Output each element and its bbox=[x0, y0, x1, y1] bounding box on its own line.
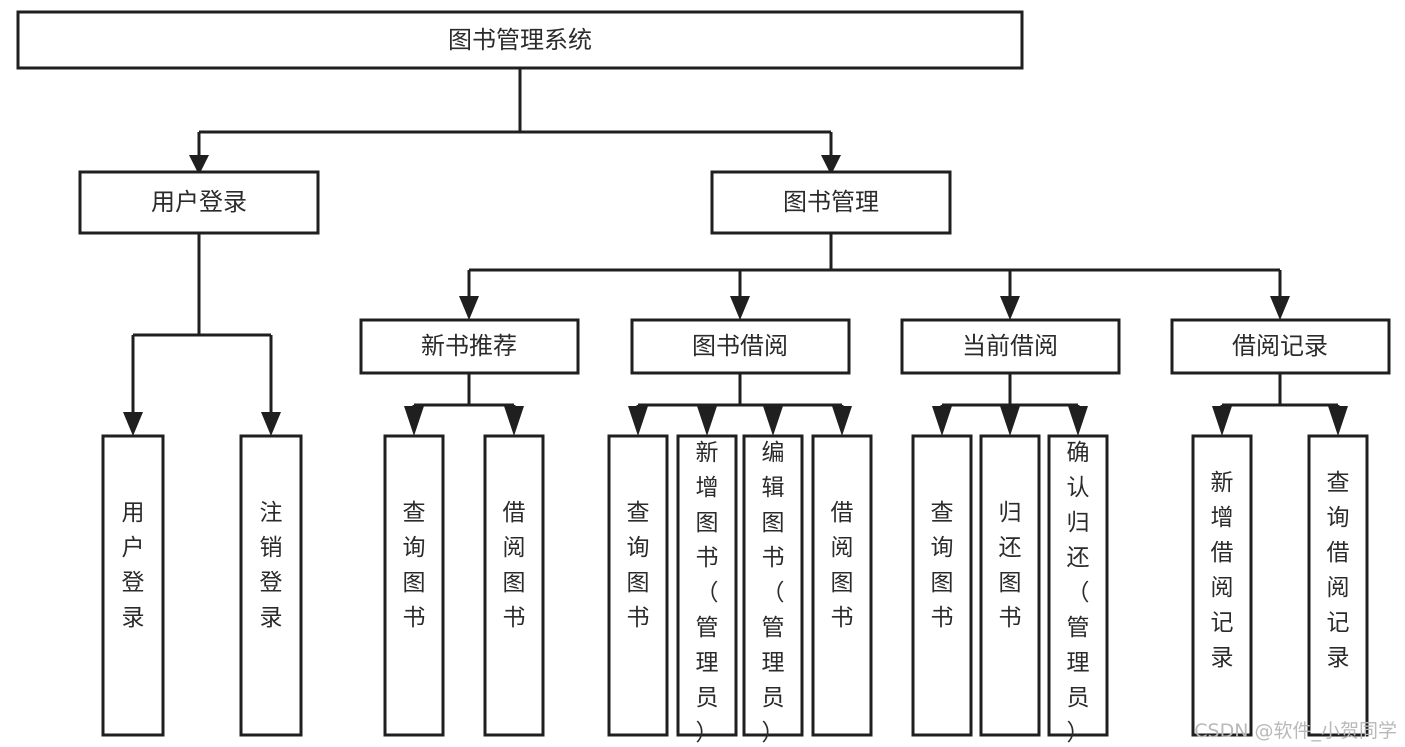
leaf-box[interactable] bbox=[911, 434, 973, 737]
leaf-label: 用户登录 bbox=[122, 500, 145, 631]
arrow-head-icon bbox=[1270, 296, 1290, 320]
leaf-node[interactable]: 查询借阅记录 bbox=[1307, 434, 1369, 737]
node-user-login-label: 用户登录 bbox=[151, 188, 247, 216]
leaf-label: 归还图书 bbox=[999, 500, 1022, 631]
connector-layer bbox=[123, 68, 1348, 436]
leaf-node[interactable]: 查询图书 bbox=[607, 434, 669, 737]
leaf-box[interactable] bbox=[979, 434, 1041, 737]
arrow-head-icon bbox=[932, 406, 952, 436]
leaf-label: 编辑图书（管理员） bbox=[762, 440, 785, 746]
arrow-head-icon bbox=[628, 406, 648, 436]
arrow-head-icon bbox=[404, 406, 424, 436]
node-book-borrow[interactable]: 图书借阅 bbox=[630, 318, 851, 375]
leaf-node[interactable]: 归还图书 bbox=[979, 434, 1041, 737]
node-book-management[interactable]: 图书管理 bbox=[710, 170, 952, 235]
leaf-node[interactable]: 注销登录 bbox=[239, 434, 303, 737]
leaf-box[interactable] bbox=[101, 434, 165, 737]
leaf-label: 查询图书 bbox=[931, 500, 954, 631]
arrow-head-icon bbox=[832, 406, 852, 436]
arrow-head-icon bbox=[1068, 406, 1088, 436]
leaf-box[interactable] bbox=[383, 434, 445, 737]
leaf-box[interactable] bbox=[742, 434, 804, 737]
leaf-node[interactable]: 用户登录 bbox=[101, 434, 165, 737]
leaf-box[interactable] bbox=[1191, 434, 1253, 737]
arrow-head-icon bbox=[459, 296, 479, 320]
arrow-head-icon bbox=[763, 406, 783, 436]
arrow-head-icon bbox=[1212, 406, 1232, 436]
connector-records-to-leaves bbox=[1220, 373, 1340, 412]
leaf-box[interactable] bbox=[676, 434, 738, 737]
arrow-head-icon bbox=[730, 296, 750, 320]
node-current-borrow[interactable]: 当前借阅 bbox=[900, 318, 1121, 375]
connector-newbook-to-leaves bbox=[412, 373, 516, 412]
arrow-head-icon bbox=[261, 412, 281, 436]
node-borrow-records[interactable]: 借阅记录 bbox=[1170, 318, 1391, 375]
node-new-book-recommend-label: 新书推荐 bbox=[421, 332, 517, 360]
arrow-head-icon bbox=[821, 155, 841, 175]
arrow-head-icon bbox=[1328, 406, 1348, 436]
node-borrow-records-box[interactable] bbox=[1170, 318, 1391, 375]
connector-userlogin-to-leaves bbox=[131, 233, 273, 412]
arrow-head-icon bbox=[189, 155, 209, 175]
leaf-label: 查询图书 bbox=[403, 500, 426, 631]
node-root-box[interactable] bbox=[16, 10, 1024, 70]
arrow-head-icon bbox=[123, 412, 143, 436]
leaf-node[interactable]: 编辑图书（管理员） bbox=[742, 434, 804, 746]
leaf-label: 新增图书（管理员） bbox=[696, 440, 719, 746]
leaf-node[interactable]: 借阅图书 bbox=[811, 434, 873, 737]
leaf-node[interactable]: 查询图书 bbox=[911, 434, 973, 737]
leaf-node[interactable]: 新增图书（管理员） bbox=[676, 434, 738, 746]
leaf-label: 新增借阅记录 bbox=[1211, 470, 1234, 671]
leaf-label: 注销登录 bbox=[260, 500, 283, 631]
leaf-box[interactable] bbox=[1047, 434, 1109, 737]
leaf-box[interactable] bbox=[811, 434, 873, 737]
leaf-node[interactable]: 新增借阅记录 bbox=[1191, 434, 1253, 737]
arrow-head-icon bbox=[697, 406, 717, 436]
node-current-borrow-label: 当前借阅 bbox=[962, 332, 1058, 360]
leaf-box[interactable] bbox=[1307, 434, 1369, 737]
node-root[interactable]: 图书管理系统 bbox=[16, 10, 1024, 70]
leaf-label: 借阅图书 bbox=[831, 500, 854, 631]
node-user-login-box[interactable] bbox=[78, 170, 320, 235]
connector-borrow-to-leaves bbox=[636, 373, 844, 412]
leaf-label: 确认归还（管理员） bbox=[1067, 440, 1090, 746]
leaf-box[interactable] bbox=[607, 434, 669, 737]
node-root-label: 图书管理系统 bbox=[448, 26, 592, 54]
arrow-head-icon bbox=[1000, 296, 1020, 320]
leaf-box[interactable] bbox=[483, 434, 545, 737]
leaf-node[interactable]: 确认归还（管理员） bbox=[1047, 434, 1109, 746]
node-new-book-recommend-box[interactable] bbox=[359, 318, 580, 375]
leaf-node[interactable]: 查询图书 bbox=[383, 434, 445, 737]
node-current-borrow-box[interactable] bbox=[900, 318, 1121, 375]
arrow-head-icon bbox=[1000, 406, 1020, 436]
leaf-box[interactable] bbox=[239, 434, 303, 737]
node-book-management-box[interactable] bbox=[710, 170, 952, 235]
connector-root-to-level1 bbox=[197, 68, 833, 155]
connector-bookmgmt-to-level2 bbox=[467, 233, 1282, 296]
node-book-borrow-box[interactable] bbox=[630, 318, 851, 375]
arrow-head-icon bbox=[504, 406, 524, 436]
node-user-login[interactable]: 用户登录 bbox=[78, 170, 320, 235]
node-book-borrow-label: 图书借阅 bbox=[692, 332, 788, 360]
node-new-book-recommend[interactable]: 新书推荐 bbox=[359, 318, 580, 375]
node-borrow-records-label: 借阅记录 bbox=[1232, 332, 1328, 360]
node-book-management-label: 图书管理 bbox=[783, 188, 879, 216]
leaf-label: 查询图书 bbox=[627, 500, 650, 631]
leaf-label: 查询借阅记录 bbox=[1327, 470, 1350, 671]
leaf-label: 借阅图书 bbox=[503, 500, 526, 631]
leaf-node[interactable]: 借阅图书 bbox=[483, 434, 545, 737]
